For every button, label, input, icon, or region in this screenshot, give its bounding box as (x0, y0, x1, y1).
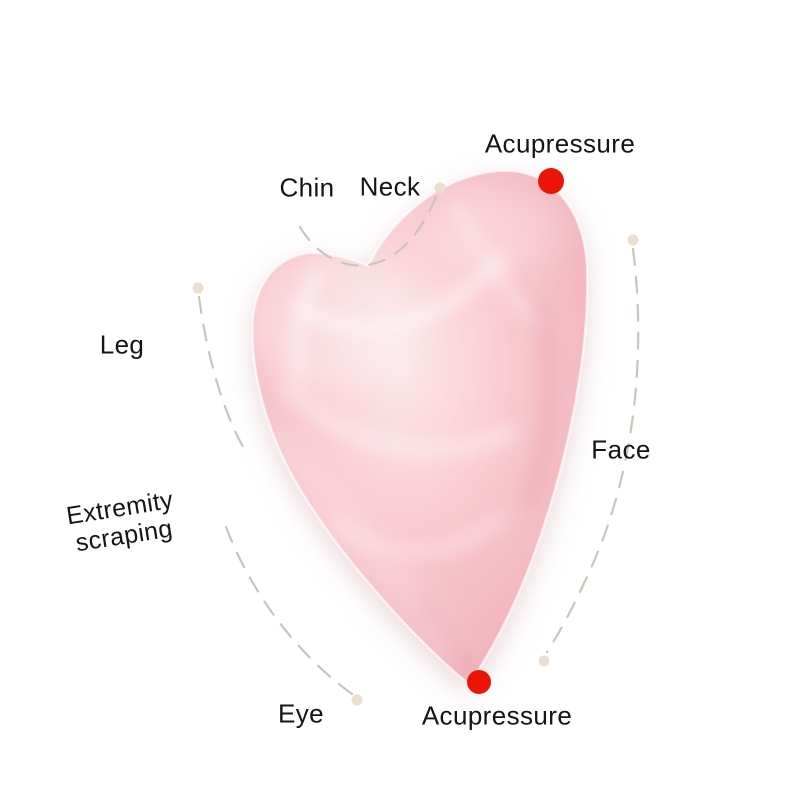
label-chin: Chin (279, 172, 335, 203)
label-acupressure-bottom: Acupressure (421, 700, 573, 731)
acupressure-markers (467, 168, 564, 694)
label-acupressure-top: Acupressure (484, 128, 636, 159)
chin-neck-guide-dot (434, 182, 446, 194)
face-guide-dot-top (627, 234, 639, 246)
gua-sha-stone (251, 169, 589, 686)
label-face: Face (591, 434, 651, 465)
guide-dots (192, 182, 639, 706)
stone-marbling (252, 185, 570, 675)
label-leg: Leg (99, 329, 145, 360)
acupressure-dot-bottom (467, 670, 491, 694)
extremity-guide-line (224, 525, 354, 696)
chin-neck-guide-line (298, 195, 438, 267)
face-guide-dot-bottom (538, 655, 550, 667)
face-guide-line (545, 247, 640, 654)
label-eye: Eye (277, 698, 325, 729)
extremity-guide-dot (351, 694, 363, 706)
leg-guide-dot (192, 282, 204, 294)
label-neck: Neck (359, 171, 421, 202)
guide-lines (197, 195, 640, 696)
leg-guide-line (197, 295, 248, 454)
acupressure-dot-top (538, 168, 564, 194)
